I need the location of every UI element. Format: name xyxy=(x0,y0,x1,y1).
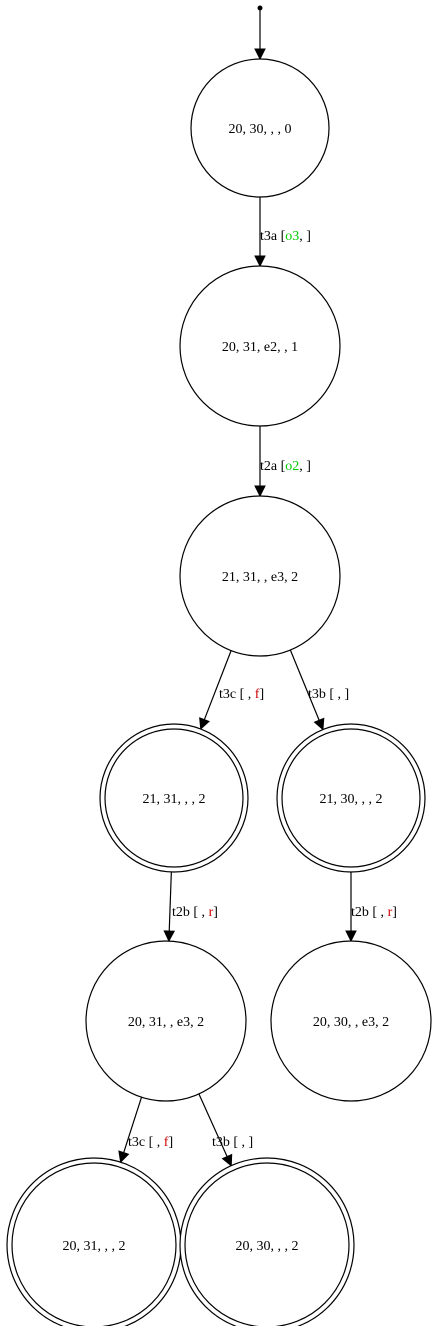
edge-n2-n3-arrowhead xyxy=(199,717,210,731)
edge-label-n3-n5: t2b [ , r] xyxy=(172,905,218,920)
edge-label-n5-n8: t3b [ , ] xyxy=(212,1135,253,1150)
start-edge-arrowhead xyxy=(254,48,266,61)
state-circle xyxy=(179,495,341,657)
nodes-layer: 20, 30, , , 0 20, 31, e2, , 1 21, 31, , e3… xyxy=(6,58,432,1326)
state-label: 20, 31, , e3, 2 xyxy=(128,1015,204,1030)
edge-label-segment: ] xyxy=(259,687,264,702)
state-node: 20, 30, , , 2 xyxy=(179,1157,355,1326)
edge-label-segment: f xyxy=(255,687,260,702)
edge-label-segment: , ] xyxy=(299,229,311,244)
edge-label-segment: t2b [ , xyxy=(351,905,388,920)
state-circle xyxy=(190,58,330,198)
state-node: 20, 31, , e3, 2 xyxy=(85,940,247,1102)
state-inner-ring xyxy=(104,728,244,868)
state-circle xyxy=(85,940,247,1102)
state-circle xyxy=(179,265,341,427)
state-inner-ring xyxy=(281,728,421,868)
state-label: 21, 31, , , 2 xyxy=(143,792,206,807)
edge-label-segment: ] xyxy=(168,1135,173,1150)
state-node: 20, 30, , e3, 2 xyxy=(270,940,432,1102)
state-label: 21, 31, , e3, 2 xyxy=(222,570,298,585)
edge-label-segment: t3b [ , ] xyxy=(308,687,349,702)
edge-label-segment: r xyxy=(209,905,214,920)
edge-n5-n8-line xyxy=(198,1093,228,1157)
edge-n5-n7-arrowhead xyxy=(118,1150,130,1164)
edge-n4-n6-arrowhead xyxy=(345,930,357,943)
edge-label-segment: t3c [ , xyxy=(219,687,255,702)
state-label: 20, 30, , , 0 xyxy=(229,122,292,137)
edge-n5-n8-arrowhead xyxy=(221,1153,233,1167)
edge-label-n5-n7: t3c [ , f] xyxy=(128,1135,173,1150)
edge-label-n2-n4: t3b [ , ] xyxy=(308,687,349,702)
edge-n2-n4-arrowhead xyxy=(313,717,325,731)
edge-n3-n5-arrowhead xyxy=(163,930,176,943)
edge-n2-n4-line xyxy=(289,649,320,721)
edge-label-segment: ] xyxy=(392,905,397,920)
state-inner-ring xyxy=(184,1162,350,1326)
edge-label-segment: ] xyxy=(213,905,218,920)
edge-label-n2-n3: t3c [ , f] xyxy=(219,687,264,702)
state-node: 21, 31, , , 2 xyxy=(99,723,249,873)
edge-label-segment: t2a [ xyxy=(260,459,286,474)
state-circle xyxy=(270,940,432,1102)
edge-label-n0-n1: t3a [o3, ] xyxy=(260,229,311,244)
state-label: 20, 31, , , 2 xyxy=(63,1239,126,1254)
edge-n1-n2-arrowhead xyxy=(254,485,266,498)
edge-n3-n5-line xyxy=(168,871,172,932)
edge-n0-n1-arrowhead xyxy=(254,255,266,268)
edges-layer: t3a [o3, ]t2a [o2, ]t3c [ , f]t3b [ , ]t… xyxy=(118,5,397,1167)
state-label: 20, 31, e2, , 1 xyxy=(222,340,298,355)
state-node: 21, 31, , e3, 2 xyxy=(179,495,341,657)
state-node: 20, 31, , , 2 xyxy=(6,1157,182,1326)
state-node: 20, 31, e2, , 1 xyxy=(179,265,341,427)
edge-n5-n7-line xyxy=(123,1096,143,1153)
state-label: 21, 30, , , 2 xyxy=(320,792,383,807)
state-inner-ring xyxy=(11,1162,177,1326)
edge-label-n1-n2: t2a [o2, ] xyxy=(260,459,311,474)
edge-label-segment: o3 xyxy=(285,229,299,244)
edge-label-n4-n6: t2b [ , r] xyxy=(351,905,397,920)
state-label: 20, 30, , , 2 xyxy=(236,1239,299,1254)
state-node: 21, 30, , , 2 xyxy=(276,723,426,873)
edge-label-segment: r xyxy=(388,905,393,920)
edge-label-segment: , ] xyxy=(299,459,311,474)
edge-label-segment: t3b [ , ] xyxy=(212,1135,253,1150)
edge-label-segment: t3c [ , xyxy=(128,1135,164,1150)
edge-label-segment: t3a [ xyxy=(260,229,286,244)
state-node: 20, 30, , , 0 xyxy=(190,58,330,198)
edge-n2-n3-line xyxy=(203,650,232,720)
edge-label-segment: o2 xyxy=(285,459,299,474)
state-label: 20, 30, , e3, 2 xyxy=(313,1015,389,1030)
edge-label-segment: t2b [ , xyxy=(172,905,209,920)
edge-label-segment: f xyxy=(164,1135,169,1150)
